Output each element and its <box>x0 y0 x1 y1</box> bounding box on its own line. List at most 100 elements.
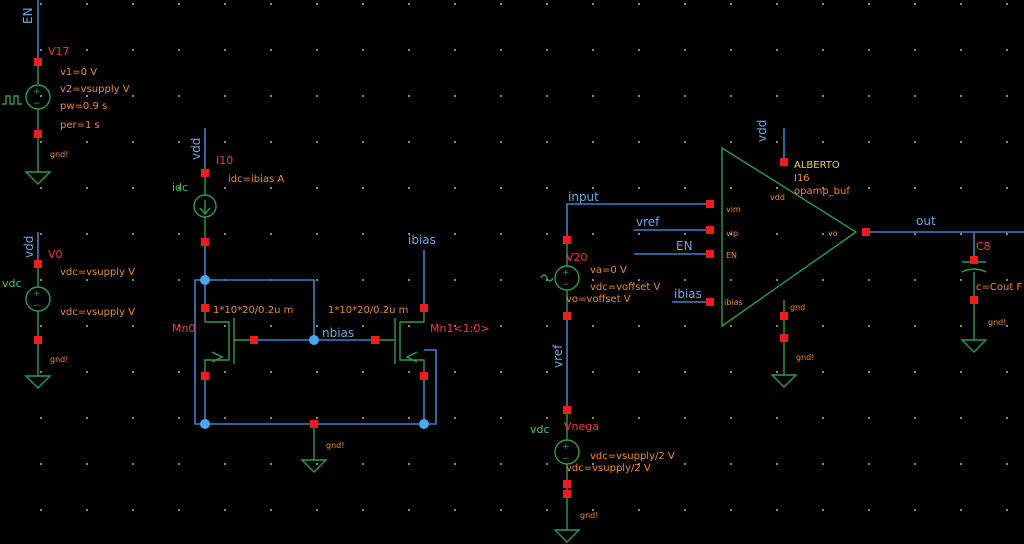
v20-param: vdc=voffset V <box>590 282 661 293</box>
pin-marker <box>706 298 714 306</box>
mn0-transistor[interactable] <box>204 308 254 376</box>
pin-marker <box>250 336 258 344</box>
vnega-name: Vnega <box>564 420 599 433</box>
v0-param: vdc=vsupply V <box>60 307 135 318</box>
vnega-source[interactable]: + − <box>554 410 580 480</box>
wire-mn0-loop[interactable] <box>194 279 205 425</box>
wire-input[interactable] <box>566 203 710 240</box>
pin-marker <box>862 228 870 236</box>
pin-marker <box>201 372 209 380</box>
gnd-icon <box>770 374 798 388</box>
v20-param: va=0 V <box>590 265 627 276</box>
pin-marker <box>34 130 42 138</box>
junctions <box>200 275 429 429</box>
pin-marker <box>563 312 571 320</box>
v17-param: per=1 s <box>60 120 100 131</box>
pin-marker <box>706 250 714 258</box>
pin-marker <box>201 238 209 246</box>
v0-source[interactable]: + − <box>25 264 51 340</box>
pin-marker <box>706 200 714 208</box>
mn1-name: Mn1<1:0> <box>430 322 490 335</box>
v17-param: v1=0 V <box>60 67 97 78</box>
wire-mn1-loop[interactable] <box>424 349 437 425</box>
svg-text:−: − <box>562 280 570 290</box>
pin-marker <box>201 169 209 177</box>
opamp-pin-gnd: gnd <box>790 303 805 312</box>
opamp-symbol[interactable] <box>721 146 858 328</box>
gnd-icon <box>24 171 52 185</box>
i10-name: I10 <box>216 154 233 167</box>
opamp-lib: ALBERTO <box>794 160 840 171</box>
v17-param: pw=0.9 s <box>60 101 107 112</box>
vnega-param: vdc=vsupply/2 V <box>566 463 651 474</box>
pin-marker <box>780 312 788 320</box>
gnd-label: gnd! <box>50 150 68 159</box>
svg-text:+: + <box>33 87 41 97</box>
net-label-ibias: ibias <box>674 287 702 301</box>
svg-text:+: + <box>33 289 41 299</box>
opamp-pin-vim: vim <box>726 205 741 214</box>
v0-name: V0 <box>48 248 63 261</box>
gnd-label: gnd! <box>50 355 68 364</box>
pin-marker <box>563 236 571 244</box>
i10-param: idc=ibias A <box>228 174 284 185</box>
pin-marker <box>371 336 379 344</box>
net-label-nbias: nbias <box>322 326 354 340</box>
pin-marker <box>780 158 788 166</box>
svg-text:−: − <box>33 301 41 311</box>
v0-type: vdc <box>2 277 22 290</box>
c8-name: C8 <box>976 240 991 253</box>
v20-param: vo=voffset V <box>566 294 631 305</box>
pin-marker <box>420 372 428 380</box>
pin-marker <box>706 226 714 234</box>
pin-marker <box>34 260 42 268</box>
pin-marker <box>201 304 209 312</box>
pin-marker <box>420 304 428 312</box>
mn1-transistor[interactable] <box>375 308 425 376</box>
pins <box>34 58 978 498</box>
opamp-pin-en: EN <box>726 251 737 260</box>
net-label-vref: vref <box>551 344 565 368</box>
net-label-vdd: vdd <box>755 120 769 142</box>
vnega-type: vdc <box>530 423 550 436</box>
gnd-icon <box>300 459 328 473</box>
v17-param: v2=vsupply V <box>60 84 130 95</box>
svg-text:−: − <box>562 454 570 464</box>
pin-marker <box>563 480 571 488</box>
svg-text:−: − <box>33 99 41 109</box>
i10-source[interactable] <box>193 173 217 242</box>
net-label-ibias: ibias <box>408 233 436 247</box>
i10-type: idc <box>172 181 188 194</box>
opamp-inst: I16 <box>794 173 810 184</box>
pin-marker <box>34 336 42 344</box>
vnega-param: vdc=vsupply/2 V <box>590 451 675 462</box>
pulse-symbol <box>2 95 22 105</box>
opamp-pin-vdd: vdd <box>770 193 785 202</box>
gnd-label: gnd! <box>326 441 344 450</box>
gnd-icon <box>960 339 988 353</box>
pin-marker <box>34 58 42 66</box>
v20-source[interactable]: + − <box>540 240 580 316</box>
v17-source[interactable]: + − <box>2 62 51 134</box>
junction-dot <box>419 419 429 429</box>
gnd-icon <box>553 529 581 543</box>
wire-mirror-top[interactable] <box>205 279 315 340</box>
ground-icons <box>24 171 988 543</box>
junction-dot <box>200 419 210 429</box>
opamp-cell: opamp_buf <box>794 186 850 197</box>
opamp-pin-ibias: ibias <box>724 298 743 307</box>
gnd-label: gnd! <box>580 511 598 520</box>
net-label-out: out <box>916 214 936 228</box>
v20-name: V20 <box>566 251 588 264</box>
svg-text:+: + <box>562 442 570 452</box>
gnd-icon <box>24 375 52 389</box>
mn1-size: 1*10*20/0.2u m <box>328 305 408 316</box>
net-label-vref: vref <box>636 215 660 229</box>
pin-marker <box>310 420 318 428</box>
net-label-input: input <box>568 190 599 204</box>
pin-marker <box>780 334 788 342</box>
net-label-vdd: vdd <box>22 236 36 258</box>
pin-marker <box>970 256 978 264</box>
